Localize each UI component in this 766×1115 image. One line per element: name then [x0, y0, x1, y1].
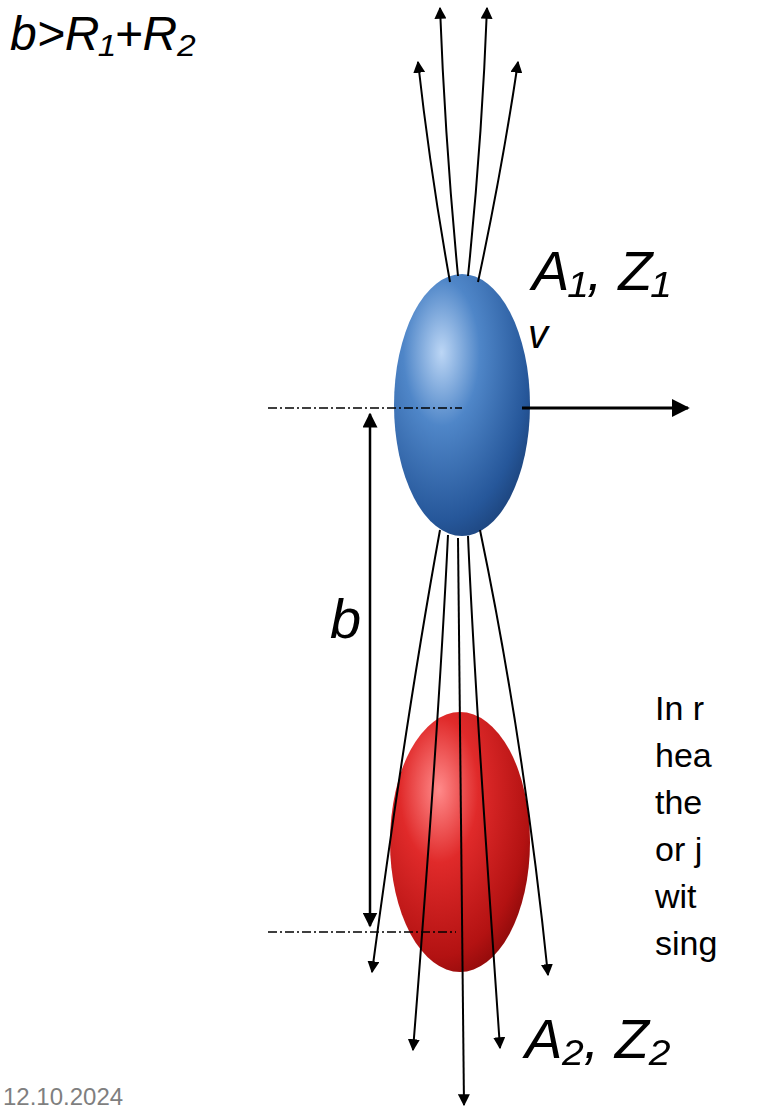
- note-text: or j: [655, 831, 702, 868]
- label: v: [528, 312, 548, 356]
- reference-lines: [268, 408, 462, 932]
- note-text: sing: [655, 925, 717, 962]
- field-lines: [372, 8, 548, 1105]
- label: b: [330, 588, 361, 650]
- label: b>R₁+R₂: [10, 8, 196, 61]
- note-text: hea: [655, 737, 712, 774]
- note-text: In r: [655, 690, 704, 727]
- note-text: wit: [655, 878, 697, 915]
- label: A₂, Z₂: [525, 1008, 670, 1070]
- velocity-arrow: [522, 407, 688, 410]
- dimension-arrow: [369, 414, 372, 926]
- label: A₁, Z₁: [532, 240, 670, 302]
- nucleus-1: [394, 274, 530, 536]
- note-text: the: [655, 784, 702, 821]
- date-footer: 12.10.2024: [3, 1084, 123, 1110]
